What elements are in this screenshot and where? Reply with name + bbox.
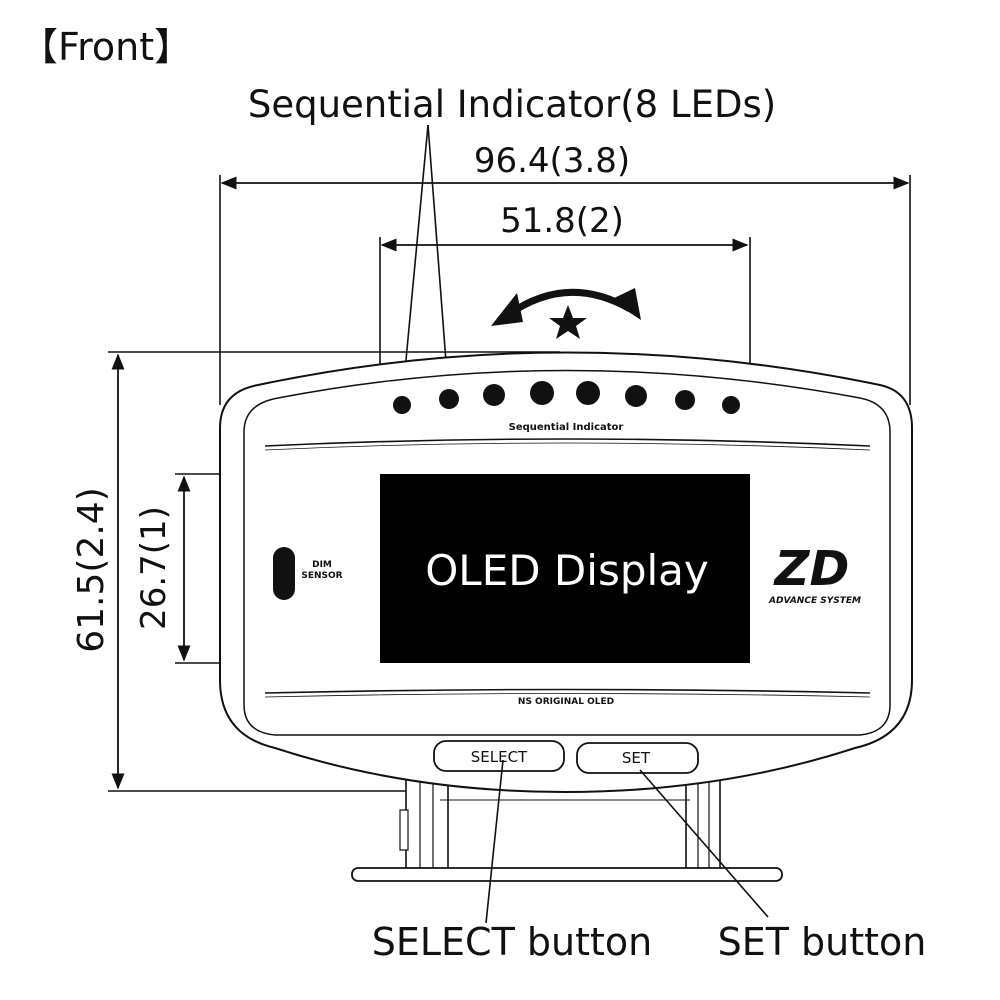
led-4 (530, 381, 554, 405)
display-height-dimension: 26.7(1) (134, 506, 174, 630)
led-2 (439, 389, 459, 409)
sequential-indicator-callout: Sequential Indicator(8 LEDs) (248, 83, 776, 126)
overall-height-dimension: 61.5(2.4) (71, 487, 112, 653)
callout-leader-led-2 (427, 124, 449, 389)
star-icon (549, 305, 587, 339)
led-row (393, 381, 740, 414)
oled-display (380, 474, 750, 663)
select-button[interactable]: SELECT (433, 740, 565, 772)
dim-sensor (273, 547, 295, 600)
set-button-label: SET (622, 749, 651, 767)
set-button-callout: SET button (718, 920, 927, 964)
oled-display-text: OLED Display (425, 546, 709, 595)
led-strip-divider (264, 438, 871, 447)
set-button[interactable]: SET (576, 742, 699, 774)
zd-logo: ZD (773, 541, 850, 597)
led-3 (483, 384, 505, 406)
set-callout-leader (639, 769, 769, 918)
select-callout-leader (485, 759, 504, 924)
led-6 (625, 385, 647, 407)
callout-leader-led-1 (402, 124, 429, 393)
dim-sensor-label-dim: DIM (312, 560, 332, 570)
select-button-callout: SELECT button (372, 920, 652, 964)
led-span-width-dimension: 51.8(2) (500, 201, 624, 241)
dim-sensor-label-sensor: SENSOR (301, 571, 342, 581)
advance-system-logo-text: ADVANCE SYSTEM (768, 596, 861, 606)
ns-original-oled-label: NS ORIGINAL OLED (518, 697, 614, 707)
overall-width-dimension: 96.4(3.8) (474, 141, 630, 181)
sweep-arrow-icon (491, 288, 641, 326)
front-heading: 【Front】 (20, 25, 192, 69)
led-5 (576, 381, 600, 405)
select-button-label: SELECT (471, 748, 528, 766)
footer-divider (264, 688, 871, 694)
sequential-indicator-strip-label: Sequential Indicator (509, 422, 624, 433)
led-8 (722, 396, 740, 414)
led-7 (675, 390, 695, 410)
led-1 (393, 396, 411, 414)
